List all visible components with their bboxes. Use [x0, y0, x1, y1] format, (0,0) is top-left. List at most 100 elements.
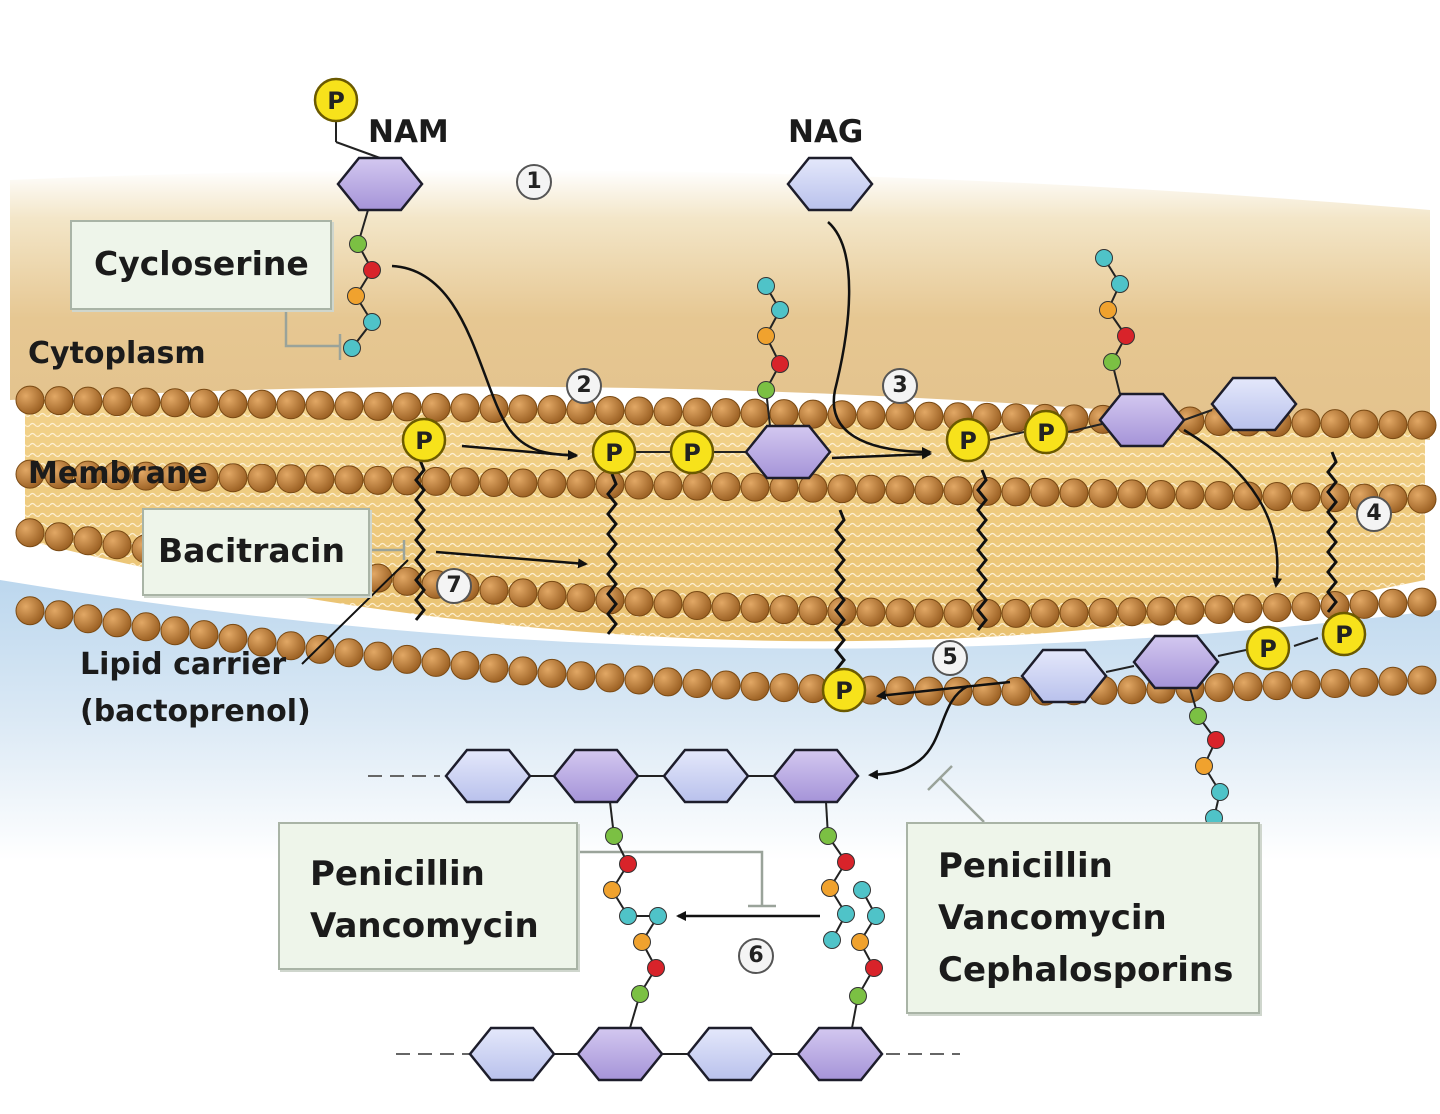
lipid-head	[1146, 596, 1176, 626]
right-box-line-1: Penicillin	[938, 846, 1113, 886]
lipid-head	[856, 400, 886, 430]
lipid-head	[943, 676, 973, 706]
lipid-head	[247, 389, 277, 419]
lipid-head	[972, 476, 1002, 506]
lipid-head	[102, 387, 132, 417]
amino-acid	[867, 907, 885, 925]
lipid-head	[856, 474, 886, 504]
amino-acid	[823, 931, 841, 949]
lipid-head	[189, 620, 219, 650]
cytoplasm-label: Cytoplasm	[28, 336, 206, 371]
lipid-head	[189, 388, 219, 418]
lipid-head	[1320, 409, 1350, 439]
amino-acid	[605, 827, 623, 845]
lipid-head	[189, 462, 219, 492]
lipid-head	[1001, 477, 1031, 507]
lipid-head	[1378, 666, 1408, 696]
lipid-head	[305, 634, 335, 664]
amino-acid	[837, 905, 855, 923]
right-box-inhibition	[939, 777, 985, 823]
lipid-head	[682, 591, 712, 621]
lipid-head	[1059, 598, 1089, 628]
lipid-head	[15, 459, 45, 489]
lipid-head	[1320, 483, 1350, 513]
phosphate-symbol: P	[1335, 621, 1353, 649]
amino-acid	[1095, 249, 1113, 267]
lipid-head	[305, 464, 335, 494]
nam-label: NAM	[368, 114, 449, 150]
step-3-marker: 3	[882, 368, 918, 404]
lipid-head	[566, 469, 596, 499]
nam-sugar	[1132, 634, 1220, 690]
lipid-head	[73, 604, 103, 634]
phosphate-symbol: P	[959, 427, 977, 455]
amino-acid	[603, 881, 621, 899]
lipid-head	[421, 466, 451, 496]
lipid-head	[160, 388, 190, 418]
right-inhibitor-box: Penicillin Vancomycin Cephalosporins	[906, 822, 1260, 1014]
lipid-head	[44, 600, 74, 630]
step-4-marker: 4	[1356, 496, 1392, 532]
nam-phosphate-bond	[335, 141, 381, 159]
lipid-head	[1291, 482, 1321, 512]
left-box-inhibition	[578, 850, 764, 906]
lipid-head	[131, 612, 161, 642]
membrane-label: Membrane	[28, 456, 208, 491]
lipid-head	[218, 623, 248, 653]
lipid-head	[1175, 595, 1205, 625]
nag-sugar	[444, 748, 532, 804]
lipid-head	[682, 471, 712, 501]
peptide-bond	[610, 835, 630, 917]
lipid-head	[885, 676, 915, 706]
lipid-head	[1291, 408, 1321, 438]
lipid-head	[247, 463, 277, 493]
lipid-head	[1001, 598, 1031, 628]
lipid-head	[740, 671, 770, 701]
lipid-head	[1262, 593, 1292, 623]
amino-acid	[363, 261, 381, 279]
lipid-head	[102, 461, 132, 491]
lipid-head	[450, 650, 480, 680]
bond	[1067, 423, 1103, 433]
phosphate-circle	[401, 417, 447, 463]
left-box-line-2: Vancomycin	[310, 906, 539, 946]
lipid-head	[1088, 597, 1118, 627]
phosphate-symbol: P	[327, 87, 345, 115]
amino-acid	[1117, 327, 1135, 345]
lipid-head	[711, 592, 741, 622]
lipid-head	[1146, 479, 1176, 509]
lipid-head	[711, 472, 741, 502]
lipid-head	[363, 465, 393, 495]
lipid-head	[972, 676, 1002, 706]
nag-sugar	[786, 156, 874, 212]
lipid-head	[624, 396, 654, 426]
lipid-head	[1320, 669, 1350, 699]
lipid-head	[769, 673, 799, 703]
bond	[989, 431, 1025, 441]
lipid-head	[885, 401, 915, 431]
lipid-head	[682, 397, 712, 427]
lipid-head	[769, 595, 799, 625]
nam-sugar	[796, 1026, 884, 1082]
phosphate-symbol: P	[683, 439, 701, 467]
lipid-head	[276, 390, 306, 420]
lipid-head	[1175, 480, 1205, 510]
amino-acid	[633, 933, 651, 951]
lipid-head	[943, 476, 973, 506]
lipid-head	[102, 608, 132, 638]
lipid-head	[972, 598, 1002, 628]
lipid-head	[1233, 594, 1263, 624]
amino-acid	[757, 277, 775, 295]
phosphate-circle	[945, 417, 991, 463]
step-1-marker: 1	[516, 164, 552, 200]
bond	[1105, 665, 1135, 673]
lipid-head	[798, 399, 828, 429]
lipid-head	[247, 627, 277, 657]
nag-sugar	[1210, 376, 1298, 432]
lipid-head	[653, 667, 683, 697]
amino-acid	[853, 881, 871, 899]
lipid-head	[914, 401, 944, 431]
lipid-head	[15, 385, 45, 415]
lipid-head	[537, 394, 567, 424]
amino-acid	[1195, 757, 1213, 775]
